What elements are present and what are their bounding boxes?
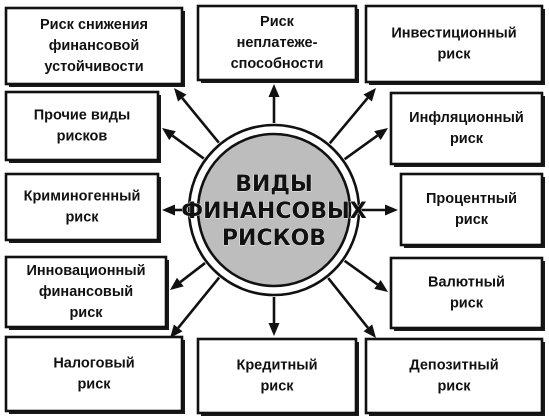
box-label-line: риск bbox=[455, 212, 489, 228]
arrow-head bbox=[374, 279, 388, 292]
box-frame bbox=[399, 172, 544, 247]
boxes-layer: Риск снижения финансовой устойчивости Риск н… bbox=[4, 4, 545, 416]
box-frame bbox=[4, 6, 184, 86]
box-tax-risk: Налоговый риск bbox=[4, 335, 185, 414]
arrow-shaft bbox=[343, 259, 379, 286]
arrow-shaft bbox=[179, 262, 206, 284]
box-currency-risk: Валютный риск bbox=[389, 256, 545, 331]
box-label-line: Инфляционный bbox=[409, 110, 524, 126]
box-label-line: Кредитный bbox=[236, 357, 317, 373]
arrow-shaft bbox=[343, 134, 379, 161]
arrow-to-investment-risk bbox=[328, 88, 376, 145]
box-other-risks: Прочие виды рисков bbox=[4, 90, 161, 163]
box-frame bbox=[4, 335, 184, 413]
box-investment-risk: Инвестиционный риск bbox=[364, 4, 545, 85]
box-insolvency-risk: Риск неплатеже-способности bbox=[196, 4, 359, 83]
box-label-line: Процентный bbox=[426, 191, 517, 207]
box-label-line: финансовый bbox=[39, 284, 133, 300]
box-deposit-risk: Депозитный риск bbox=[364, 337, 545, 416]
arrow-to-innovation-risk bbox=[170, 262, 206, 290]
box-frame bbox=[389, 91, 544, 166]
box-label-line: способности bbox=[231, 56, 324, 72]
arrow-head bbox=[374, 128, 388, 141]
arrow-to-financial-stability-risk bbox=[174, 88, 220, 144]
arrow-head bbox=[363, 88, 376, 102]
arrow-shaft bbox=[327, 277, 369, 329]
arrow-head bbox=[170, 277, 184, 290]
arrow-head bbox=[174, 88, 187, 102]
box-frame bbox=[196, 4, 358, 82]
box-inflation-risk: Инфляционный риск bbox=[389, 91, 545, 167]
arrow-head bbox=[385, 204, 398, 216]
arrow-shaft bbox=[181, 97, 220, 144]
box-label-line: рисков bbox=[57, 128, 108, 144]
arrow-shaft bbox=[177, 276, 221, 329]
arrow-to-credit-risk bbox=[268, 297, 280, 336]
box-frame bbox=[4, 172, 160, 242]
box-label-line: Риск снижения bbox=[40, 17, 148, 33]
arrow-head bbox=[170, 324, 183, 338]
box-frame bbox=[364, 337, 544, 415]
arrows-layer bbox=[162, 84, 398, 338]
arrow-head bbox=[162, 204, 175, 216]
arrow-shaft bbox=[171, 134, 205, 160]
arrow-head bbox=[268, 323, 280, 336]
arrow-to-insolvency-risk bbox=[268, 84, 280, 123]
arrow-to-interest-risk bbox=[361, 204, 398, 216]
box-credit-risk: Кредитный риск bbox=[196, 337, 359, 416]
box-frame bbox=[389, 256, 544, 330]
arrow-to-deposit-risk bbox=[327, 277, 376, 338]
center-title-line-2: ФИНАНСОВЫХ bbox=[181, 199, 366, 224]
box-label-line: финансовой bbox=[49, 38, 140, 54]
box-label-line: Депозитный bbox=[409, 357, 498, 373]
box-label-line: риск bbox=[437, 378, 471, 394]
box-label-line: Инновационный bbox=[26, 263, 145, 279]
box-label-line: Криминогенный bbox=[24, 188, 141, 204]
box-label-line: Инвестиционный bbox=[391, 25, 516, 41]
box-criminogenic-risk: Криминогенный риск bbox=[4, 172, 161, 243]
box-label-line: Риск bbox=[260, 14, 295, 30]
box-frame bbox=[196, 337, 358, 415]
box-financial-stability-risk: Риск снижения финансовой устойчивости bbox=[4, 6, 185, 87]
box-label-line: риск bbox=[260, 378, 294, 394]
box-frame bbox=[4, 90, 160, 162]
center-title-line-1: ВИДЫ bbox=[235, 172, 313, 197]
center-circle: ВИДЫ ФИНАНСОВЫХ РИСКОВ bbox=[181, 123, 367, 297]
box-innovation-risk: Инновационный финансовый риск bbox=[4, 255, 169, 330]
box-label-line: Налоговый bbox=[53, 355, 134, 371]
arrow-to-inflation-risk bbox=[343, 128, 388, 161]
box-label-line: риск bbox=[437, 46, 471, 62]
center-circle-inner-fill bbox=[196, 132, 352, 288]
box-interest-risk: Процентный риск bbox=[399, 172, 545, 248]
box-frame bbox=[364, 4, 544, 84]
box-label-line: риск bbox=[450, 295, 484, 311]
arrow-head bbox=[162, 128, 176, 141]
arrow-to-tax-risk bbox=[170, 276, 221, 338]
box-label-line: устойчивости bbox=[44, 59, 143, 75]
box-label-line: риск bbox=[65, 209, 99, 225]
box-label-line: риск bbox=[77, 376, 111, 392]
arrow-to-other-risks bbox=[162, 128, 205, 160]
arrow-head bbox=[268, 84, 280, 97]
box-label-line: Прочие виды bbox=[34, 107, 131, 123]
box-frame bbox=[4, 255, 168, 329]
arrow-to-criminogenic-risk bbox=[162, 204, 187, 216]
box-label-line: Валютный bbox=[428, 274, 505, 290]
arrow-shaft bbox=[328, 97, 369, 145]
box-label-line: риск bbox=[450, 131, 484, 147]
box-label-line: риск bbox=[69, 305, 103, 321]
center-title-line-3: РИСКОВ bbox=[222, 226, 326, 251]
box-label-line: неплатеже- bbox=[237, 35, 318, 51]
arrow-head bbox=[363, 324, 376, 338]
arrow-to-currency-risk bbox=[343, 259, 388, 292]
